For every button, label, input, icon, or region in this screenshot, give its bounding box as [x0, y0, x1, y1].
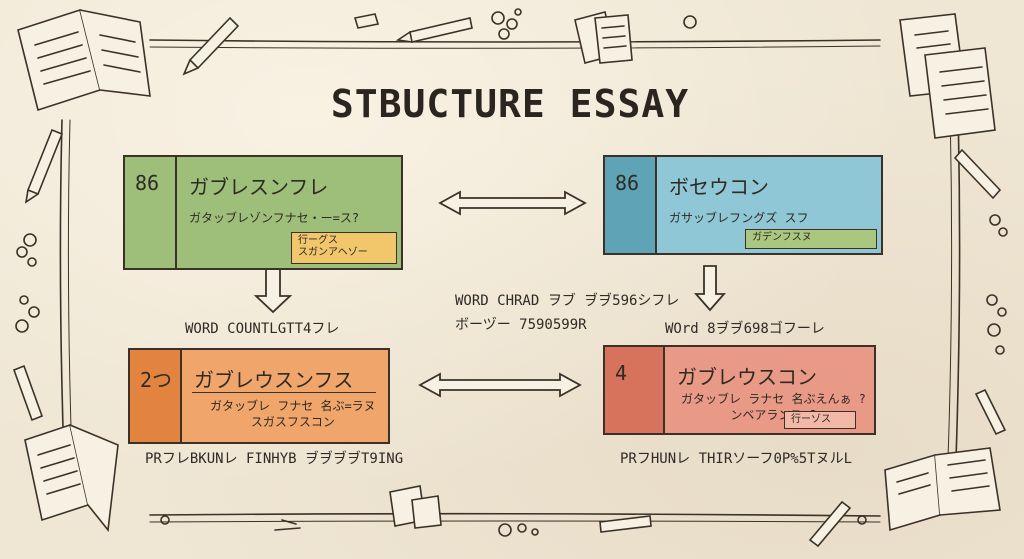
card-number: 2つ: [130, 350, 182, 442]
page-title: STBUCTURE ESSAY: [330, 82, 690, 126]
circle-doodle: [160, 515, 170, 525]
label-word-chrad: WORD CHRAD ヲブ ヺヺ596シフレ: [455, 293, 680, 309]
label-bottom-right: PRフHUNレ THIRソーフ0P%5TヌルL: [620, 451, 853, 467]
label-center-sub: ボーヅー 7590599R: [455, 317, 587, 333]
card-tag: 行ーグス スガンアヘゾー: [291, 232, 397, 264]
frame-bottom-line: [149, 512, 881, 517]
card-number: 86: [125, 157, 177, 268]
papers-icon: [574, 11, 633, 64]
pencil-icon: [808, 500, 852, 548]
frame-top-line: [149, 39, 881, 43]
card-number: 4: [605, 347, 665, 433]
card-blue: 86 ボセウコン ガサッブレフングズ スフ ガデンフスヌ: [603, 155, 883, 255]
card-red: 4 ガブレウスコン ガタッブレ ラナセ 名ぶえんぁ ? ンベアランス ? 行ーゾ…: [603, 345, 876, 435]
double-arrow-top: [438, 190, 587, 216]
pencil-icon: [182, 16, 240, 76]
pencil-icon: [599, 515, 652, 533]
label-word-count: WORD COUNTLGTT4フレ: [185, 321, 340, 337]
card-heading: ガブレウスコン: [677, 365, 817, 389]
frame-top-line-2: [149, 45, 881, 49]
frame-right-line-2: [947, 109, 953, 461]
label-bottom-left: PRフレBKUNレ FINHYB ヺヺヺヺT9ING: [145, 451, 404, 467]
frame-left-line-2: [67, 119, 73, 461]
card-subtext: ガタッブレ フナセ 名ぶ=ラヌ スガスフスコン: [210, 399, 376, 429]
book-icon: [884, 447, 1001, 532]
dots-doodle: [986, 214, 1008, 355]
pencil-icon: [395, 17, 473, 43]
card-tag: 行ーゾス: [784, 411, 856, 429]
pencil-icon: [24, 128, 64, 204]
frame-left-line: [59, 119, 65, 461]
dots-doodle: [491, 8, 522, 40]
down-arrow-left: [253, 265, 293, 314]
notebook-icon: [17, 8, 151, 112]
circle-doodle: [857, 515, 867, 525]
down-arrow-right: [694, 265, 726, 312]
card-subtext: ガサッブレフングズ スフ: [669, 211, 809, 225]
card-heading: ガブレウスンフス: [194, 368, 354, 392]
card-green: 86 ガブレスンフレ ガタッブレゾンフナセ・ー=ス? 行ーグス スガンアヘゾー: [123, 155, 403, 270]
card-number: 86: [605, 157, 657, 253]
notebook-icon: [24, 423, 119, 532]
card-heading: ボセウコン: [669, 175, 769, 199]
card-heading: ガブレスンフレ: [189, 175, 329, 199]
dots-doodle: [498, 523, 539, 537]
card-divider: [192, 392, 376, 393]
pencil-icon: [953, 148, 1002, 200]
label-word-right: WOrd 8ヺヺ698ゴフーレ: [665, 321, 825, 337]
card-orange: 2つ ガブレウスンフス ガタッブレ フナセ 名ぶ=ラヌ スガスフスコン: [128, 348, 390, 444]
pencil-icon: [974, 388, 1007, 436]
eraser-icon: [353, 13, 380, 29]
double-arrow-bottom: [418, 372, 582, 398]
card-subtext: ガタッブレゾンフナセ・ー=ス?: [189, 211, 360, 225]
frame-bottom-line-2: [149, 520, 881, 523]
card-tag: ガデンフスヌ: [745, 229, 877, 249]
scribble-doodle: [274, 519, 301, 531]
circle-doodle: [683, 15, 697, 29]
papers-icon: [389, 485, 442, 529]
pencil-icon: [12, 364, 44, 422]
dots-doodle: [15, 233, 40, 333]
notebook-icon: [899, 13, 996, 139]
